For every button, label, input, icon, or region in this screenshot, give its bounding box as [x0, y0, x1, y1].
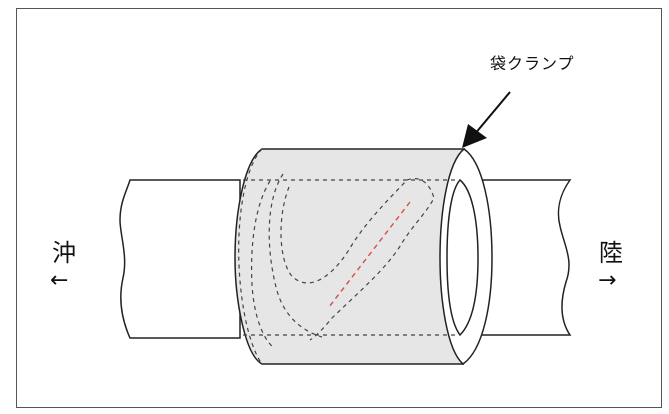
clamp-label: 袋クランプ: [490, 54, 575, 73]
land-label: 陸: [599, 239, 623, 267]
crack-line: [328, 201, 411, 308]
offshore-label: 沖: [52, 239, 76, 267]
hidden-pipe-lines: [238, 148, 460, 365]
right-direction-arrow: →: [598, 268, 617, 293]
left-pipe: [119, 179, 241, 339]
left-direction-arrow: ←: [50, 268, 69, 293]
clamp-pipe-opening: [446, 178, 479, 337]
clamp-pointer-arrow: [462, 91, 511, 148]
